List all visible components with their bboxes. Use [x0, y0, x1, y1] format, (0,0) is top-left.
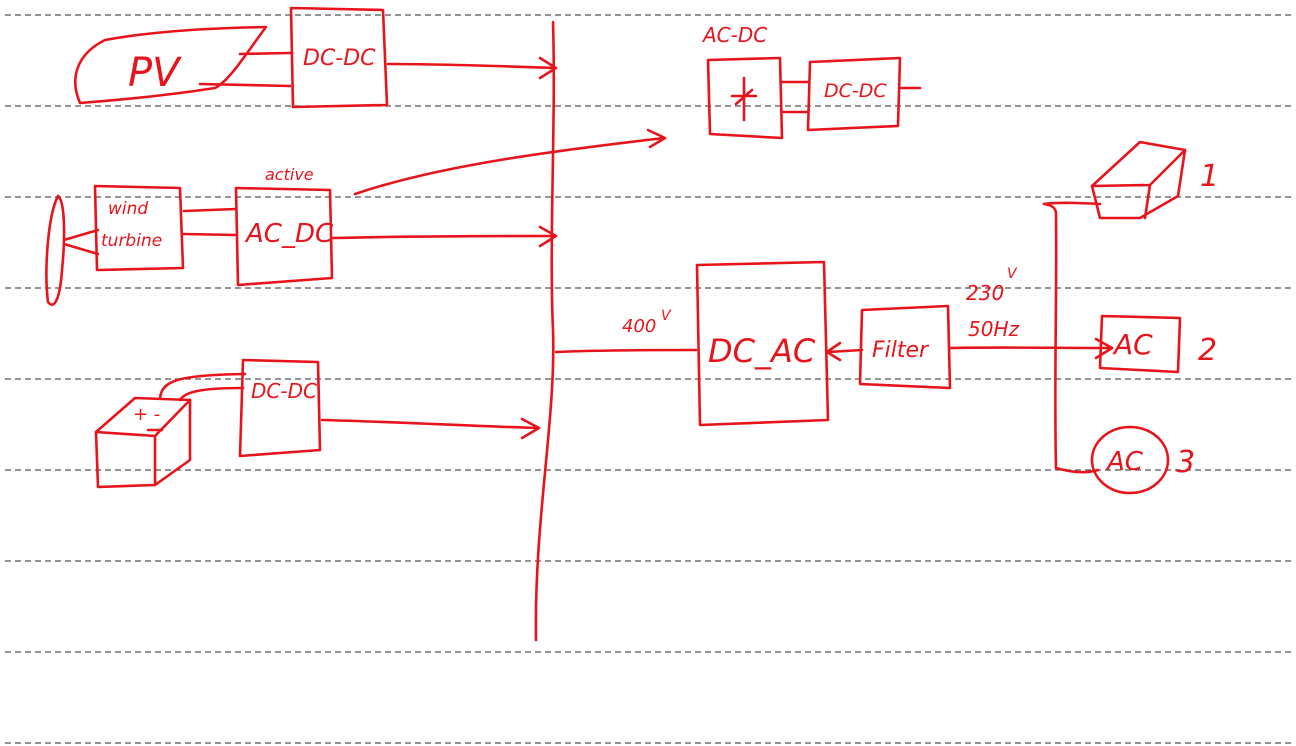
inverter-label: DC_AC	[708, 332, 816, 370]
filter-box	[858, 304, 952, 390]
load-1-wire	[1042, 201, 1102, 206]
battery-box-icon	[94, 396, 192, 489]
battery-dcdc-label: DC-DC	[251, 379, 317, 403]
pv-dcdc-box	[289, 6, 389, 109]
pv-dcdc-label: DC-DC	[303, 46, 376, 71]
acdc-branch-title: AC-DC	[701, 23, 767, 47]
ac-bus-frequency: 50Hz	[968, 317, 1019, 341]
wind-wires	[182, 207, 238, 237]
ac-bus-voltage: 230	[966, 281, 1004, 305]
arrowhead	[538, 56, 558, 80]
load-2-box	[1098, 314, 1182, 374]
wind-turbine-box	[93, 184, 185, 272]
wind-label-line1: wind	[108, 199, 148, 219]
battery-to-bus-arrow	[320, 418, 540, 430]
ac-bus-voltage-unit: V	[1007, 266, 1018, 282]
bus-to-inverter-wire	[554, 348, 698, 354]
inverter-box	[695, 260, 830, 427]
load-1-house-edges	[1090, 148, 1187, 220]
load-3-label: AC	[1105, 447, 1144, 477]
wind-acdc-label: AC_DC	[244, 219, 334, 249]
battery-dcdc-box	[238, 358, 322, 458]
wind-to-acdc-arrow	[353, 136, 666, 196]
load-2-number: 2	[1198, 333, 1217, 368]
arrowhead	[520, 417, 541, 440]
rectifier-symbol-icon	[730, 76, 758, 122]
dc-bus-line	[534, 20, 556, 642]
battery-edges	[94, 398, 192, 487]
pv-source: PV	[74, 25, 268, 105]
load-1-house-icon	[1090, 140, 1187, 220]
dc-bus-voltage: 400	[622, 316, 656, 337]
wind-to-bus-arrow	[331, 234, 557, 240]
acdc-branch-wires	[780, 80, 810, 114]
battery: + -	[94, 372, 247, 489]
battery-terminals: + -	[133, 404, 160, 425]
wind-active-note: active	[265, 165, 314, 184]
wind-turbine: wind turbine	[45, 184, 185, 306]
acdc-branch-dcdc-box	[806, 56, 902, 132]
ruled-lines	[5, 14, 1291, 744]
wind-label-line2: turbine	[101, 231, 162, 251]
pv-wire-top	[238, 51, 292, 56]
wind-acdc-box	[234, 186, 334, 287]
load-2-label: AC	[1112, 328, 1153, 361]
acdc-branch-rectifier-box	[706, 56, 784, 140]
filter-label: Filter	[872, 338, 930, 363]
turbine-blade-icon	[45, 194, 66, 306]
load-1-number: 1	[1200, 159, 1219, 194]
ac-bus-line	[1042, 202, 1058, 470]
turbine-hub	[62, 228, 100, 256]
dc-bus-voltage-unit: V	[661, 308, 672, 324]
arrowhead	[538, 225, 558, 248]
load-3-number: 3	[1176, 445, 1195, 480]
acdc-branch-dcdc-label: DC-DC	[824, 80, 887, 102]
pv-to-bus-arrow	[386, 62, 557, 70]
pv-wire-bottom	[198, 82, 292, 88]
load-3-circle	[1090, 425, 1170, 495]
pv-panel-shape	[74, 25, 268, 105]
filter-to-inverter-arrow	[826, 348, 864, 354]
arrowhead	[825, 341, 842, 362]
pv-label: PV	[128, 50, 182, 96]
arrowhead	[646, 128, 667, 149]
battery-wires	[158, 372, 247, 402]
